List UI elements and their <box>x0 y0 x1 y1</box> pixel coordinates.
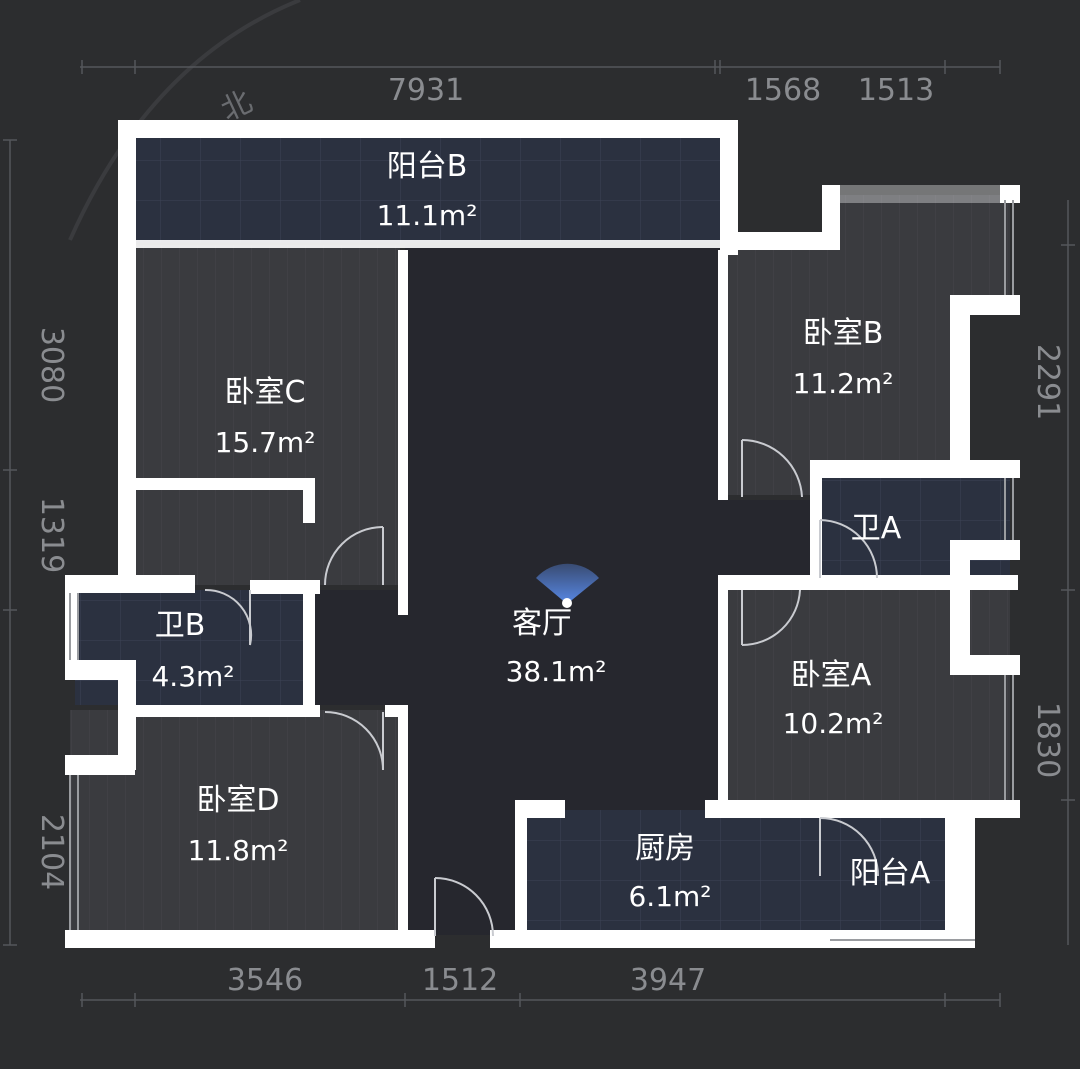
dim-top-2: 1568 <box>745 73 821 108</box>
dim-bottom-1: 3546 <box>227 963 303 998</box>
dim-top-1: 7931 <box>388 73 464 108</box>
floor-balcony-a <box>820 810 960 930</box>
label-bedroom-b: 卧室B <box>803 316 884 351</box>
dim-left-1: 3080 <box>34 327 69 403</box>
label-kitchen: 厨房 <box>635 831 695 866</box>
dim-left-3: 2104 <box>34 814 69 890</box>
dim-left-2: 1319 <box>34 497 69 573</box>
camera-view-icon[interactable] <box>536 563 599 604</box>
dim-right-2: 1830 <box>1030 702 1065 778</box>
area-bedroom-a: 10.2m² <box>783 707 884 740</box>
floor-bath-a <box>820 475 1010 580</box>
label-balcony-b: 阳台B <box>387 149 468 184</box>
floor-living-east <box>720 500 820 585</box>
dim-bottom-3: 3947 <box>630 963 706 998</box>
area-bedroom-d: 11.8m² <box>188 834 289 867</box>
label-bedroom-c: 卧室C <box>225 375 306 410</box>
label-bedroom-d: 卧室D <box>196 783 279 818</box>
dim-right-1: 2291 <box>1030 344 1065 420</box>
dim-bottom-2: 1512 <box>422 963 498 998</box>
dim-top-3: 1513 <box>858 73 934 108</box>
compass-arc <box>68 0 301 241</box>
floor-bath-b <box>75 590 305 705</box>
area-living: 38.1m² <box>506 655 607 688</box>
label-bath-b: 卫B <box>155 608 206 643</box>
windows <box>69 200 1014 941</box>
walls <box>65 120 1020 948</box>
area-bedroom-c: 15.7m² <box>215 426 316 459</box>
area-balcony-b: 11.1m² <box>377 199 478 232</box>
doors <box>204 438 879 937</box>
label-balcony-a: 阳台A <box>850 856 931 891</box>
camera-position-icon <box>562 598 572 608</box>
area-bath-b: 4.3m² <box>151 660 234 693</box>
floor-balcony-b <box>135 138 720 243</box>
label-bath-a: 卫A <box>851 511 902 546</box>
label-bedroom-a: 卧室A <box>791 658 872 693</box>
area-kitchen: 6.1m² <box>628 880 711 913</box>
floor-bedroom-b-bay <box>840 195 1010 300</box>
area-bedroom-b: 11.2m² <box>793 367 894 400</box>
floor-living-west <box>305 590 405 705</box>
floor-kitchen <box>525 810 820 930</box>
dimension-lines <box>3 60 1075 1007</box>
label-living: 客厅 <box>512 606 572 641</box>
floor-bedroom-c <box>135 245 400 585</box>
